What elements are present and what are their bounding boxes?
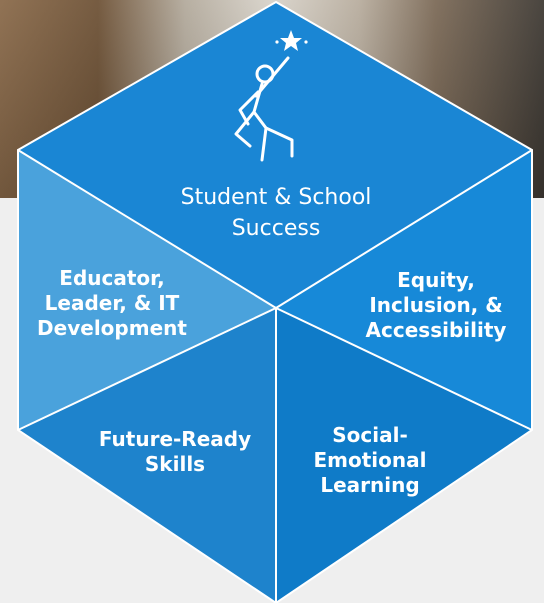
- segment-dividers: [17, 0, 533, 603]
- segment-left-upper-label-line1: Educator,: [59, 266, 164, 290]
- segment-top-label-line1: Student & School: [181, 185, 372, 210]
- segment-right-lower-label-line3: Learning: [320, 473, 419, 497]
- segment-left-upper-label-line3: Development: [37, 316, 187, 340]
- reaching-star-figure-icon: [234, 30, 308, 162]
- segment-left-lower: [18, 308, 276, 603]
- segment-right-upper-label-line3: Accessibility: [366, 318, 507, 342]
- segment-right-lower-label-line2: Emotional: [314, 448, 427, 472]
- segment-left-upper-label-line2: Leader, & IT: [45, 291, 180, 315]
- segment-left-upper: [18, 150, 276, 430]
- segment-left-lower-label-line1: Future-Ready: [99, 427, 251, 451]
- segment-right-upper: [276, 150, 532, 430]
- segment-right-lower: [276, 308, 532, 603]
- segment-left-lower-label-line2: Skills: [145, 452, 205, 476]
- segment-right-upper-label-line1: Equity,: [397, 268, 475, 292]
- segment-right-lower-label-line1: Social-: [332, 423, 408, 447]
- segment-top: [18, 2, 532, 308]
- segment-top-label-line2: Success: [232, 216, 321, 241]
- segment-right-upper-label-line2: Inclusion, &: [369, 293, 502, 317]
